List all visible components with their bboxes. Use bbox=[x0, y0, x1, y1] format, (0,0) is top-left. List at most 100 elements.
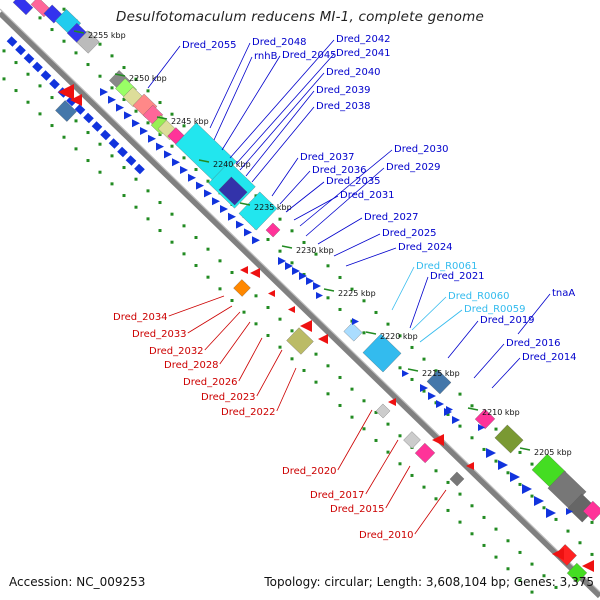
tick-dot bbox=[386, 422, 390, 426]
leader-line bbox=[251, 106, 315, 183]
gene-arrow bbox=[252, 236, 260, 245]
gene-arrow bbox=[228, 212, 236, 221]
gene-arrow bbox=[436, 400, 444, 408]
gene-arrow bbox=[510, 472, 520, 482]
tick-dot bbox=[146, 217, 150, 221]
tick-dot bbox=[554, 517, 558, 521]
gene-arrow bbox=[70, 94, 82, 106]
leader-line bbox=[221, 55, 281, 151]
gene-arrow bbox=[498, 460, 508, 470]
tick-dot bbox=[518, 550, 522, 554]
tick-dot bbox=[302, 368, 306, 372]
gene-label: Dred_2042 bbox=[336, 34, 391, 45]
tick-dot bbox=[518, 482, 522, 486]
tick-dot bbox=[38, 16, 42, 20]
gene-arrow bbox=[148, 134, 156, 143]
tick-dot bbox=[338, 307, 342, 311]
tick-dot bbox=[50, 28, 54, 32]
gene-arrow bbox=[156, 142, 164, 151]
scale-tick-label: 2220 kbp bbox=[380, 332, 418, 341]
gene-arrow bbox=[196, 181, 204, 190]
tick-dot bbox=[326, 364, 330, 368]
gene-arrow bbox=[108, 138, 120, 149]
genome-title: Desulfotomaculum reducens MI-1, complete… bbox=[116, 9, 484, 25]
tick-dot bbox=[482, 515, 486, 519]
leader-line bbox=[409, 276, 429, 329]
gene-label: Dred_2030 bbox=[394, 144, 449, 155]
tick-dot bbox=[374, 310, 378, 314]
leader-line bbox=[419, 309, 463, 343]
leader-line bbox=[299, 149, 393, 227]
gene-arrow bbox=[316, 292, 323, 299]
tick-dot bbox=[194, 168, 198, 172]
gene-arrow bbox=[240, 266, 248, 274]
tick-dot bbox=[398, 462, 402, 466]
gene-label: Dred_2055 bbox=[182, 40, 237, 51]
tick-dot bbox=[38, 112, 42, 116]
scale-tick-mark bbox=[519, 447, 531, 451]
tick-dot bbox=[350, 287, 354, 291]
tick-dot bbox=[170, 144, 174, 148]
scale-tick-label: 2240 kbp bbox=[213, 160, 251, 169]
scale-tick-mark bbox=[156, 116, 168, 120]
tick-dot bbox=[458, 424, 462, 428]
scale-tick-mark bbox=[239, 202, 251, 206]
tick-dot bbox=[518, 450, 522, 454]
tick-dot bbox=[314, 352, 318, 356]
gene-arrow bbox=[292, 267, 300, 275]
gene-arrow bbox=[534, 496, 544, 506]
tick-dot bbox=[518, 578, 522, 582]
gene-arrow bbox=[15, 44, 26, 56]
tick-dot bbox=[230, 299, 234, 303]
gene-arrow bbox=[486, 448, 496, 458]
tick-dot bbox=[134, 77, 138, 81]
tick-dot bbox=[530, 494, 534, 498]
tick-dot bbox=[326, 392, 330, 396]
tick-dot bbox=[338, 403, 342, 407]
tick-dot bbox=[362, 427, 366, 431]
gene-arrow bbox=[188, 173, 196, 182]
tick-dot bbox=[98, 142, 102, 146]
tick-dot bbox=[38, 84, 42, 88]
leader-line bbox=[229, 39, 335, 159]
leader-line bbox=[293, 195, 339, 221]
tick-dot bbox=[266, 305, 270, 309]
tick-dot bbox=[110, 154, 114, 158]
leader-line bbox=[305, 167, 385, 237]
gene-arrow bbox=[117, 146, 128, 158]
leader-line bbox=[491, 357, 521, 389]
gene-arrow bbox=[100, 129, 111, 141]
tick-dot bbox=[242, 310, 246, 314]
tick-dot bbox=[74, 51, 78, 55]
scale-tick-mark bbox=[323, 288, 335, 292]
gene-arrow bbox=[236, 220, 244, 229]
gene-arrow bbox=[313, 282, 321, 290]
gene-label: Dred_2014 bbox=[522, 352, 577, 363]
leader-line bbox=[385, 465, 411, 509]
gene-label: Dred_2031 bbox=[340, 190, 395, 201]
tick-dot bbox=[110, 86, 114, 90]
tick-dot bbox=[326, 296, 330, 300]
tick-dot bbox=[362, 331, 366, 335]
gene-arrow bbox=[23, 53, 35, 64]
tick-dot bbox=[74, 147, 78, 151]
gene-arrow bbox=[91, 121, 103, 132]
scale-tick-label: 2235 kbp bbox=[254, 203, 292, 212]
scale-tick-label: 2215 kbp bbox=[422, 369, 460, 378]
tick-dot bbox=[2, 77, 6, 81]
tick-dot bbox=[278, 317, 282, 321]
gene-arrow bbox=[466, 462, 474, 470]
tick-dot bbox=[254, 322, 258, 326]
leader-line bbox=[333, 233, 381, 257]
leader-line bbox=[209, 42, 251, 129]
gene-label: Dred_2020 bbox=[282, 466, 337, 477]
tick-dot bbox=[158, 101, 162, 105]
tick-dot bbox=[314, 252, 318, 256]
gene-arrow bbox=[522, 484, 532, 494]
gene-feature bbox=[12, 0, 34, 16]
gene-arrow bbox=[300, 320, 312, 332]
gene-label: Dred_2035 bbox=[326, 176, 381, 187]
gene-arrow bbox=[546, 508, 556, 518]
gene-label: rnhB bbox=[254, 51, 278, 62]
